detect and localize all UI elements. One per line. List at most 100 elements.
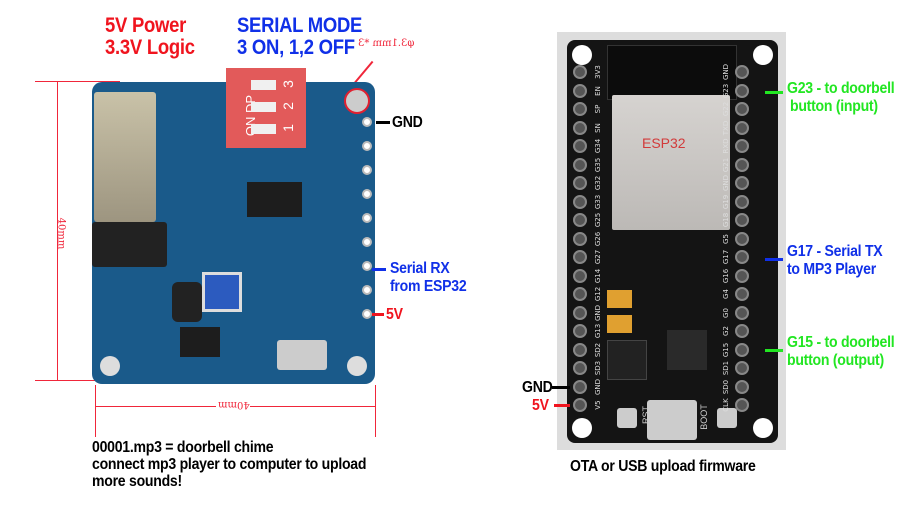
esp-5v-label: 5V [532, 397, 549, 414]
boot-label: BOOT [698, 404, 709, 430]
mp3-player-board [92, 82, 375, 384]
pin [573, 176, 587, 190]
pin [573, 65, 587, 79]
serial-rx-label-2: from ESP32 [390, 278, 467, 295]
esp-5v-leader [554, 404, 570, 407]
pin [573, 361, 587, 375]
pin [735, 342, 749, 357]
mp3-5v-label: 5V [386, 306, 403, 323]
pin [573, 194, 587, 209]
serial-mode-title: SERIAL MODE [237, 14, 363, 37]
capacitor [607, 290, 632, 308]
mount-hole [572, 418, 592, 438]
pin [573, 379, 587, 394]
decoder-chip [180, 327, 220, 357]
dim-line [250, 406, 375, 407]
g15-leader [765, 349, 783, 352]
esp32-chip-label: ESP32 [642, 135, 686, 151]
esp-gnd-label: GND [522, 379, 553, 396]
rst-label: RST [641, 406, 651, 424]
dip-switch-2[interactable] [251, 102, 276, 112]
g23-leader [765, 91, 783, 94]
micro-usb-port [277, 340, 327, 370]
pin [735, 231, 749, 246]
pin [573, 120, 587, 135]
pin [573, 305, 587, 320]
mount-hole [572, 45, 592, 65]
amplifier-chip [247, 182, 302, 217]
dip-switch-1[interactable] [251, 124, 276, 134]
g23-label: G23 - to doorbell [787, 80, 895, 97]
pin-label: CLK [722, 398, 730, 412]
dim-line [35, 81, 120, 82]
pin [735, 250, 749, 264]
note-line-3: more sounds! [92, 473, 182, 490]
mount-hole [100, 356, 120, 376]
pin [735, 213, 749, 227]
pin [735, 324, 749, 338]
g17-label: G17 - Serial TX [787, 243, 883, 260]
dip-switch-3[interactable] [251, 80, 276, 90]
note-line-2: connect mp3 player to computer to upload [92, 456, 367, 473]
pin-label: V5 [594, 400, 602, 410]
pin [735, 287, 749, 301]
boot-button[interactable] [717, 408, 737, 428]
mount-hole [753, 45, 773, 65]
pin [573, 342, 587, 357]
pin [735, 194, 749, 209]
pin [735, 139, 749, 153]
pin [573, 398, 587, 412]
pin [735, 305, 749, 320]
mp3-gnd-label: GND [392, 114, 423, 131]
serial-mode-setting: 3 ON, 1,2 OFF [237, 36, 355, 59]
serial-rx-label: Serial RX [390, 260, 450, 277]
g17-leader [765, 258, 783, 261]
power-title: 5V Power [105, 14, 187, 37]
pin [735, 176, 749, 190]
esp-gnd-leader [552, 386, 570, 389]
pin [735, 83, 749, 98]
voltage-regulator [607, 340, 647, 380]
pin [735, 361, 749, 375]
note-line-1: 00001.mp3 = doorbell chime [92, 439, 274, 456]
g15-label: G15 - to doorbell [787, 334, 895, 351]
dip-label-3: 3 [279, 80, 296, 88]
mount-hole [347, 356, 367, 376]
dim-line [35, 380, 95, 381]
g15-label-2: button (output) [787, 352, 884, 369]
esp32-caption: OTA or USB upload firmware [570, 458, 756, 475]
dip-switch[interactable]: ON DP 3 2 1 [226, 68, 306, 148]
pin [735, 102, 749, 116]
capacitor [607, 315, 632, 333]
micro-usb-port[interactable] [647, 400, 697, 440]
pin [573, 213, 587, 227]
audio-jack [92, 222, 167, 267]
potentiometer [202, 272, 242, 312]
dim-line [375, 385, 376, 437]
pin [735, 379, 749, 394]
v5-leader [372, 313, 384, 316]
dim-horizontal-label: 40mm [218, 399, 250, 410]
hole-note: φ3.1mm *3 [358, 38, 415, 49]
pin [573, 287, 587, 301]
serial-rx-leader [372, 268, 386, 271]
pin [735, 120, 749, 135]
pin [573, 157, 587, 172]
dip-label-2: 2 [279, 102, 296, 110]
mount-hole [344, 88, 370, 114]
pin [573, 231, 587, 246]
rst-button[interactable] [617, 408, 637, 428]
usb-uart-chip [667, 330, 707, 370]
dip-label-1: 1 [279, 124, 296, 132]
pin [735, 398, 749, 412]
g17-label-2: to MP3 Player [787, 261, 876, 278]
capacitor [172, 282, 202, 322]
dim-vertical-label: 40mm [55, 217, 67, 250]
pin [573, 102, 587, 116]
mount-hole [753, 418, 773, 438]
pin [573, 250, 587, 264]
esp32-module: ESP32 [612, 95, 730, 230]
pin [573, 324, 587, 338]
dim-line [95, 385, 96, 437]
